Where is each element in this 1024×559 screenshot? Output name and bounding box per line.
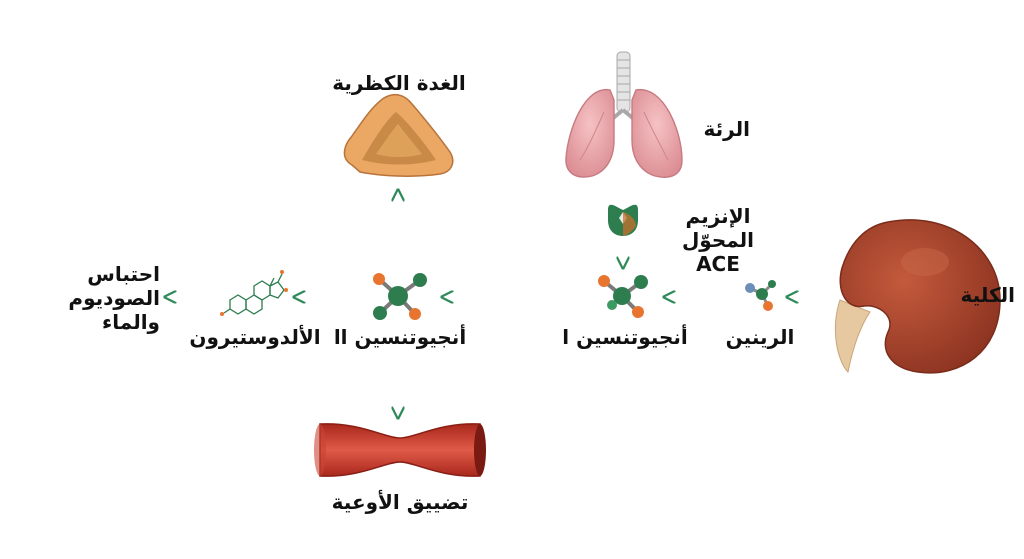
vasoconstriction-label: تضييق الأوعية — [331, 490, 469, 514]
adrenal-label: الغدة الكظرية — [332, 71, 466, 95]
ace-enzyme-icon — [608, 204, 638, 236]
adrenal-gland-icon — [343, 93, 454, 177]
renin-molecule-icon — [745, 280, 776, 311]
lung-label: الرئة — [703, 117, 750, 141]
ace-label-line1: الإنزيم المحوّل — [681, 204, 755, 252]
retention-line2: الصوديوم — [68, 286, 160, 310]
kidney-icon — [834, 219, 1001, 374]
retention-label: احتباس الصوديوم والماء — [60, 262, 160, 334]
ace-label: الإنزيم المحوّل ACE — [650, 204, 786, 276]
retention-line3: والماء — [102, 310, 160, 334]
angiotensin2-label: أنجيوتنسين اا — [333, 325, 467, 349]
angiotensin1-label: أنجيوتنسين ا — [562, 325, 688, 349]
aldosterone-label: الألدوستيرون — [189, 325, 321, 349]
vessel-icon — [314, 423, 486, 477]
ace-label-line2: ACE — [696, 252, 740, 276]
aldosterone-structure-icon — [220, 270, 288, 316]
lung-icon — [565, 51, 683, 178]
retention-line1: احتباس — [87, 262, 160, 286]
angiotensin2-molecule-icon — [373, 273, 427, 320]
renin-label: الرينين — [725, 325, 795, 349]
angiotensin1-molecule-icon — [598, 275, 648, 318]
kidney-label: الكلية — [960, 283, 1015, 307]
